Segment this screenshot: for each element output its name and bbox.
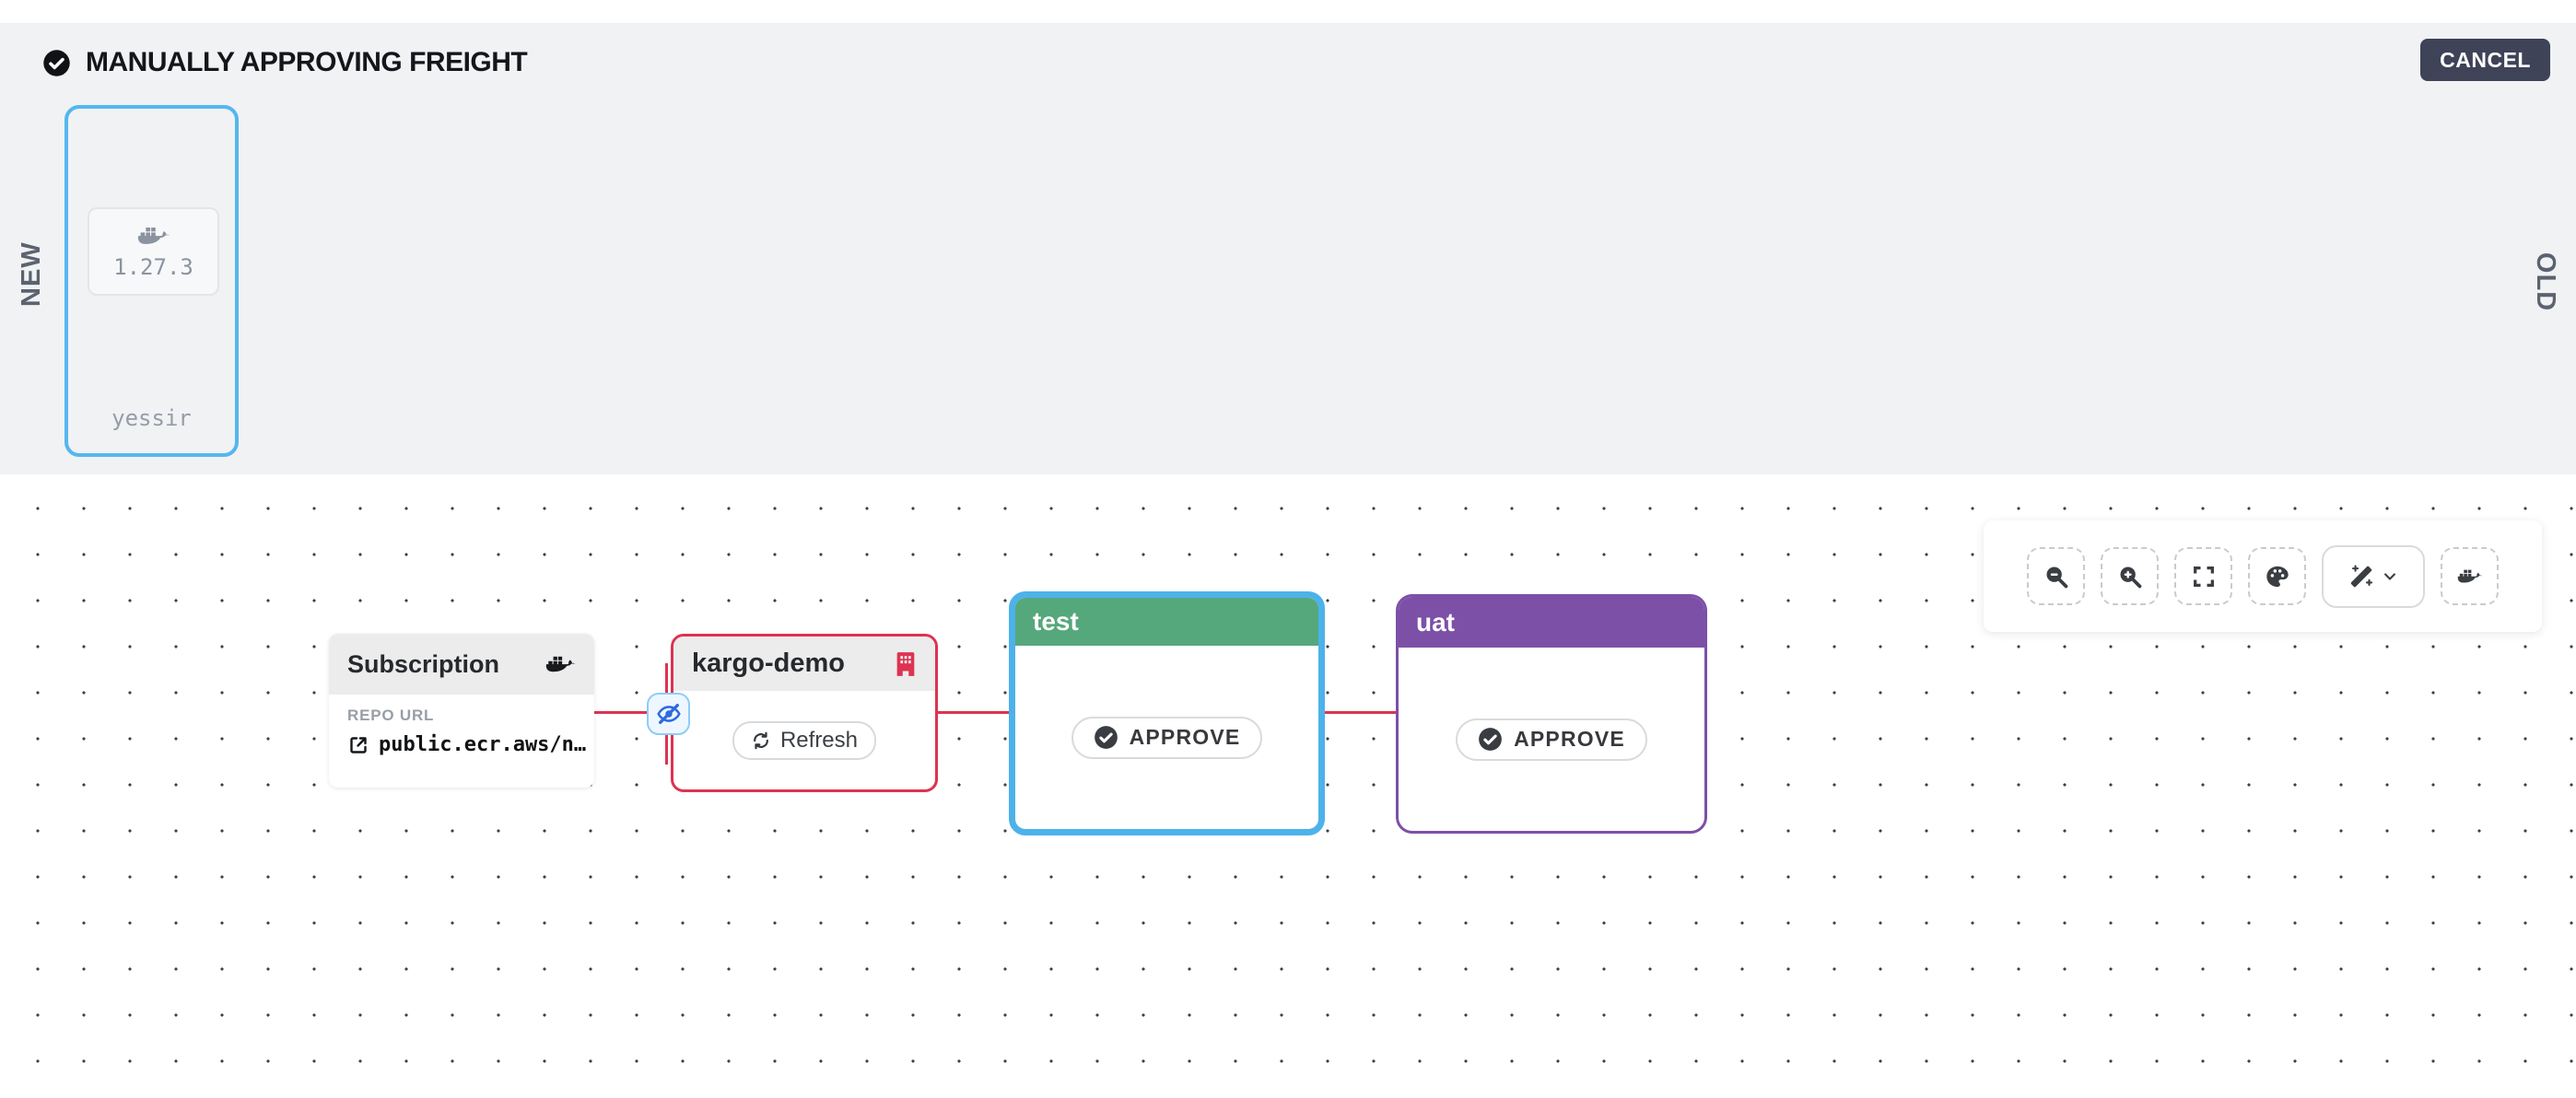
refresh-icon: [753, 731, 768, 749]
warehouse-body: Refresh: [673, 691, 935, 789]
palette-icon: [2266, 566, 2289, 587]
zoom-in-icon: [2120, 567, 2141, 588]
check-circle-icon: [43, 49, 70, 76]
page-title: MANUALLY APPROVING FREIGHT: [86, 47, 528, 77]
palette-button[interactable]: [2248, 547, 2306, 605]
repo-url-label: REPO URL: [347, 707, 435, 724]
subscription-title: Subscription: [347, 649, 500, 678]
pipeline-edge-horizontal: [594, 711, 1396, 714]
canvas-toolbar: [1984, 520, 2542, 632]
zoom-out-button[interactable]: [2027, 547, 2085, 605]
freight-approval-section: MANUALLY APPROVING FREIGHT CANCEL NEW OL…: [0, 23, 2576, 474]
docker-icon: [545, 656, 576, 672]
timeline-new-label: NEW: [17, 241, 46, 307]
approve-label: APPROVE: [1129, 725, 1241, 749]
stage-header: uat: [1399, 597, 1704, 648]
stage-title: uat: [1416, 607, 1455, 637]
approve-button-uat[interactable]: APPROVE: [1456, 718, 1647, 761]
top-strip: [0, 0, 2576, 23]
subscription-body: REPO URL public.ecr.aws/n…: [329, 695, 594, 756]
toggle-edge-visibility-badge[interactable]: [647, 693, 690, 735]
freight-artifact-chip: 1.27.3: [88, 207, 219, 296]
docker-icon: [2457, 569, 2482, 583]
refresh-label: Refresh: [779, 727, 859, 753]
warehouse-title: kargo-demo: [692, 648, 845, 678]
approve-label: APPROVE: [1514, 727, 1625, 751]
approve-button-test[interactable]: APPROVE: [1071, 716, 1263, 759]
stage-body: APPROVE: [1399, 648, 1704, 831]
approval-title-row: MANUALLY APPROVING FREIGHT: [42, 47, 528, 78]
cancel-button[interactable]: CANCEL: [2420, 39, 2550, 81]
repo-url-value[interactable]: public.ecr.aws/n…: [379, 733, 587, 756]
check-circle-icon: [1479, 728, 1502, 751]
freight-version: 1.27.3: [113, 253, 193, 280]
zoom-in-button[interactable]: [2101, 547, 2159, 605]
zoom-out-icon: [2046, 567, 2067, 588]
timeline-old-label: OLD: [2531, 251, 2560, 312]
building-icon: [896, 651, 915, 676]
wand-icon: [2350, 565, 2373, 587]
fit-view-button[interactable]: [2174, 547, 2232, 605]
stage-header: test: [1015, 598, 1318, 646]
external-link-icon: [350, 736, 367, 753]
warehouse-header: kargo-demo: [673, 637, 935, 691]
freight-alias: yessir: [111, 405, 192, 431]
pipeline-canvas[interactable]: Subscription REPO URL public.ecr.aws: [0, 474, 2576, 1098]
subscription-node[interactable]: Subscription REPO URL public.ecr.aws: [329, 634, 594, 788]
docker-icon: [137, 227, 170, 244]
auto-layout-button[interactable]: [2322, 544, 2425, 608]
fit-view-icon: [2193, 566, 2214, 587]
chevron-down-icon: [2384, 572, 2395, 580]
stage-node-test[interactable]: test APPROVE: [1009, 591, 1325, 835]
warehouse-node[interactable]: kargo-demo Refresh: [671, 634, 938, 792]
eye-slash-icon: [656, 704, 681, 724]
subscription-header: Subscription: [329, 634, 594, 695]
repo-url-row[interactable]: public.ecr.aws/n…: [347, 733, 586, 756]
freight-card-selected[interactable]: 1.27.3 yessir: [64, 105, 239, 457]
refresh-button[interactable]: Refresh: [732, 720, 877, 760]
stage-body: APPROVE: [1015, 646, 1318, 829]
check-circle-icon: [1094, 726, 1118, 749]
stage-node-uat[interactable]: uat APPROVE: [1396, 594, 1707, 834]
stage-title: test: [1033, 607, 1079, 636]
docker-filter-button[interactable]: [2441, 547, 2499, 605]
